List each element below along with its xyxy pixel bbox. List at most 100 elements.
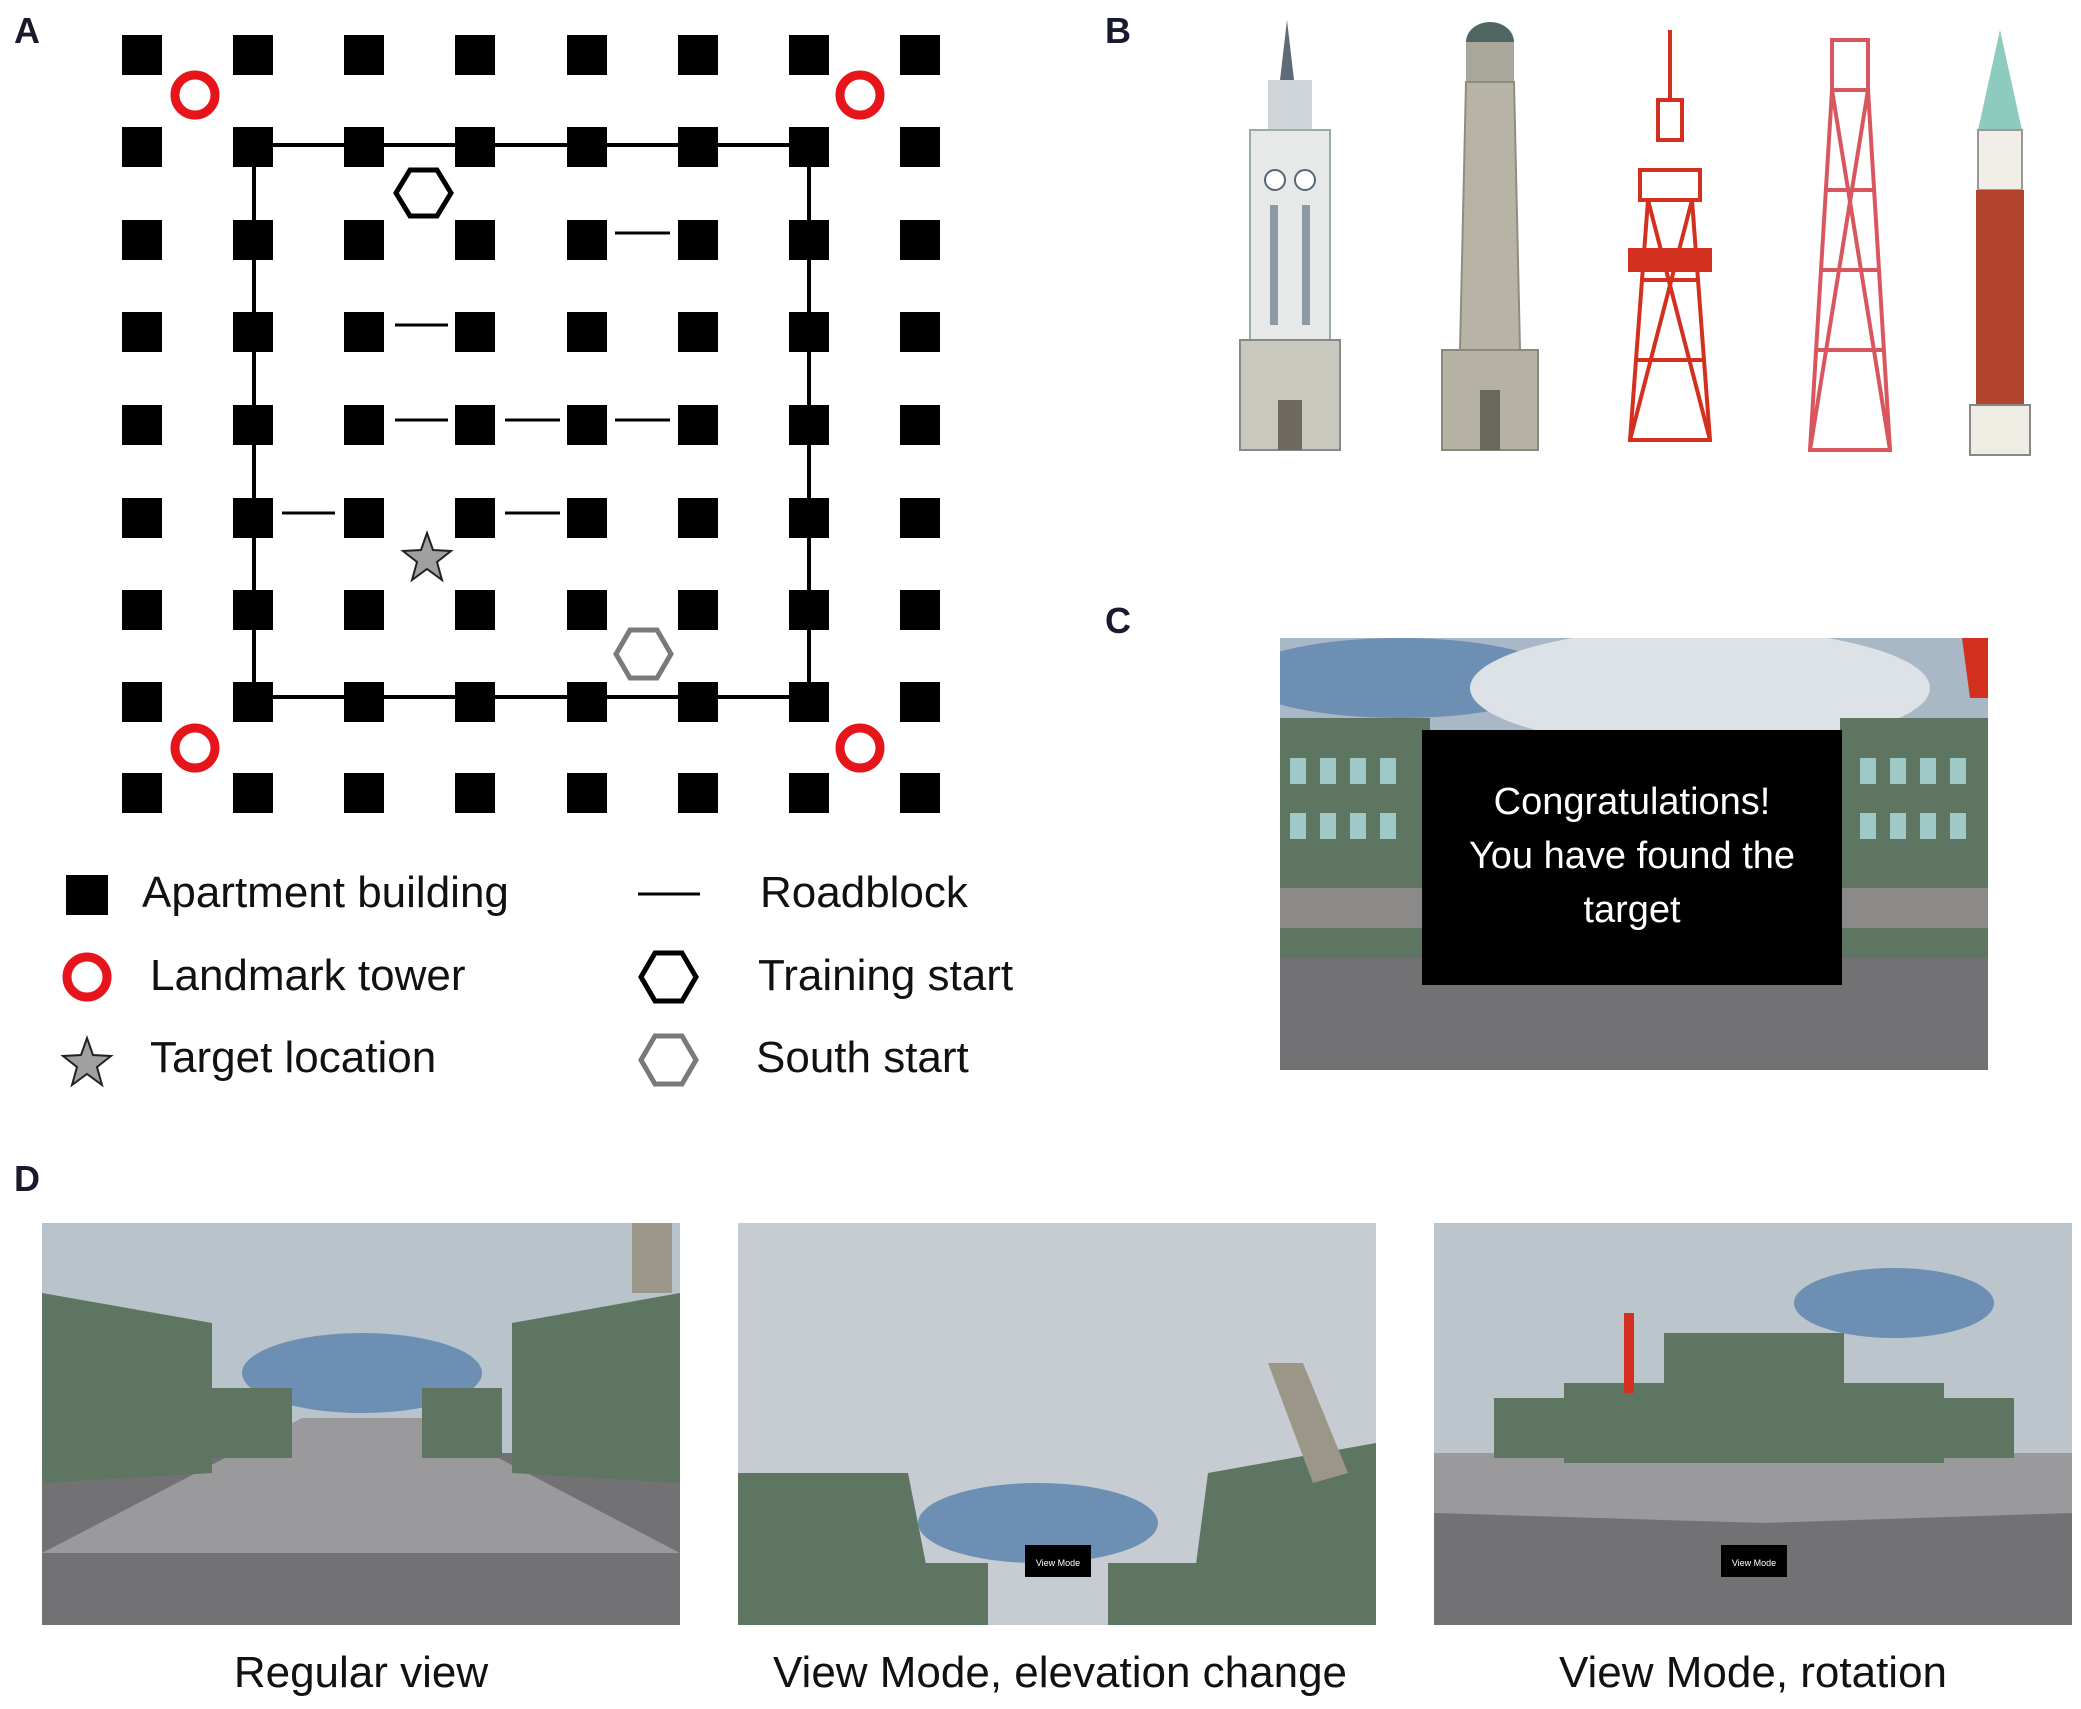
landmark-tower-icon (170, 70, 220, 120)
apartment-building (344, 405, 384, 445)
legend-south-start-label: South start (756, 1033, 969, 1082)
apartment-building (900, 312, 940, 352)
apartment-building (567, 682, 607, 722)
south-start-icon (638, 1033, 699, 1087)
apartment-building (455, 682, 495, 722)
apartment-building (455, 773, 495, 813)
apartment-building (122, 312, 162, 352)
lattice-tower-model (1807, 38, 1893, 452)
rotation-view-caption: View Mode, rotation (1558, 1648, 1948, 1697)
apartment-building (122, 405, 162, 445)
elevation-view-screenshot: View Mode (738, 1223, 1376, 1625)
training-start-icon (393, 167, 454, 219)
view-mode-badge (1721, 1545, 1787, 1577)
view-mode-label: View Mode (1732, 1558, 1776, 1568)
campanile-model (1969, 30, 2031, 456)
route-outline (252, 143, 811, 699)
apartment-building (344, 682, 384, 722)
apartment-building (678, 498, 718, 538)
apartment-building (678, 682, 718, 722)
apartment-building (233, 35, 273, 75)
apartment-building (455, 312, 495, 352)
apartment-building (678, 590, 718, 630)
target-location-icon (400, 529, 454, 583)
radio-tower-model (1627, 30, 1713, 442)
apartment-building (344, 312, 384, 352)
elevation-view-caption: View Mode, elevation change (772, 1648, 1348, 1697)
apartment-building (567, 312, 607, 352)
apartment-building (344, 590, 384, 630)
apartment-building (122, 498, 162, 538)
apartment-building (789, 773, 829, 813)
apartment-building (455, 35, 495, 75)
south-start-icon (613, 627, 674, 681)
apartment-grid (122, 35, 940, 813)
legend-symbols (60, 875, 700, 1088)
legend-training-start-label: Training start (758, 951, 1014, 1000)
panel-label-c: C (1105, 600, 1131, 641)
apartment-building (900, 498, 940, 538)
apartment-building (678, 35, 718, 75)
apartment-building (455, 405, 495, 445)
apartment-building (678, 220, 718, 260)
legend-apartment-label: Apartment building (142, 868, 509, 917)
landmark-tower-icon (835, 70, 885, 120)
congratulations-screenshot: Congratulations! You have found the targ… (1280, 638, 1988, 1070)
apartment-building (900, 35, 940, 75)
apartment-building (678, 312, 718, 352)
apartment-building (344, 35, 384, 75)
apartment-building (344, 773, 384, 813)
apartment-building (567, 498, 607, 538)
apartment-building (455, 498, 495, 538)
apartment-building (344, 498, 384, 538)
apartment-building (344, 220, 384, 260)
apartment-building (567, 220, 607, 260)
water-tower-model (1441, 22, 1539, 451)
landmark-tower-icon (62, 952, 112, 1002)
rotation-view-screenshot: View Mode (1434, 1223, 2072, 1625)
roadblocks (282, 231, 670, 515)
apartment-building (567, 405, 607, 445)
apartment-building-icon (66, 875, 108, 915)
panel-label-a: A (14, 10, 40, 51)
apartment-building (900, 127, 940, 167)
congrats-dialog (1422, 730, 1842, 985)
clock-tower-model (1239, 20, 1341, 451)
apartment-building (122, 590, 162, 630)
apartment-building (567, 773, 607, 813)
target-location-icon (60, 1034, 114, 1088)
apartment-building (900, 682, 940, 722)
landmark-tower-icon (170, 723, 220, 773)
congrats-line-3: target (1583, 889, 1681, 931)
apartment-building (455, 590, 495, 630)
apartment-building (567, 590, 607, 630)
landmark-tower-icon (835, 723, 885, 773)
apartment-building (900, 590, 940, 630)
view-mode-label: View Mode (1036, 1558, 1080, 1568)
panel-label-b: B (1105, 10, 1131, 51)
landmark-towers (170, 70, 885, 773)
congrats-line-1: Congratulations! (1494, 781, 1771, 823)
training-start-icon (638, 950, 699, 1004)
landmark-tower-models (1239, 20, 2031, 456)
apartment-building (900, 220, 940, 260)
apartment-building (678, 773, 718, 813)
legend-roadblock-label: Roadblock (760, 868, 968, 917)
apartment-building (900, 773, 940, 813)
apartment-building (567, 35, 607, 75)
congrats-line-2: You have found the (1469, 835, 1795, 877)
panel-label-d: D (14, 1158, 40, 1199)
apartment-building (900, 405, 940, 445)
regular-view-caption: Regular view (233, 1648, 489, 1697)
apartment-building (678, 405, 718, 445)
legend-landmark-label: Landmark tower (150, 951, 466, 1000)
apartment-building (455, 220, 495, 260)
city-grid-map (122, 35, 940, 813)
apartment-building (122, 773, 162, 813)
apartment-building (233, 773, 273, 813)
apartment-building (122, 127, 162, 167)
legend-target-label: Target location (150, 1033, 437, 1082)
regular-view-screenshot (42, 1223, 680, 1625)
apartment-building (122, 682, 162, 722)
apartment-building (122, 220, 162, 260)
